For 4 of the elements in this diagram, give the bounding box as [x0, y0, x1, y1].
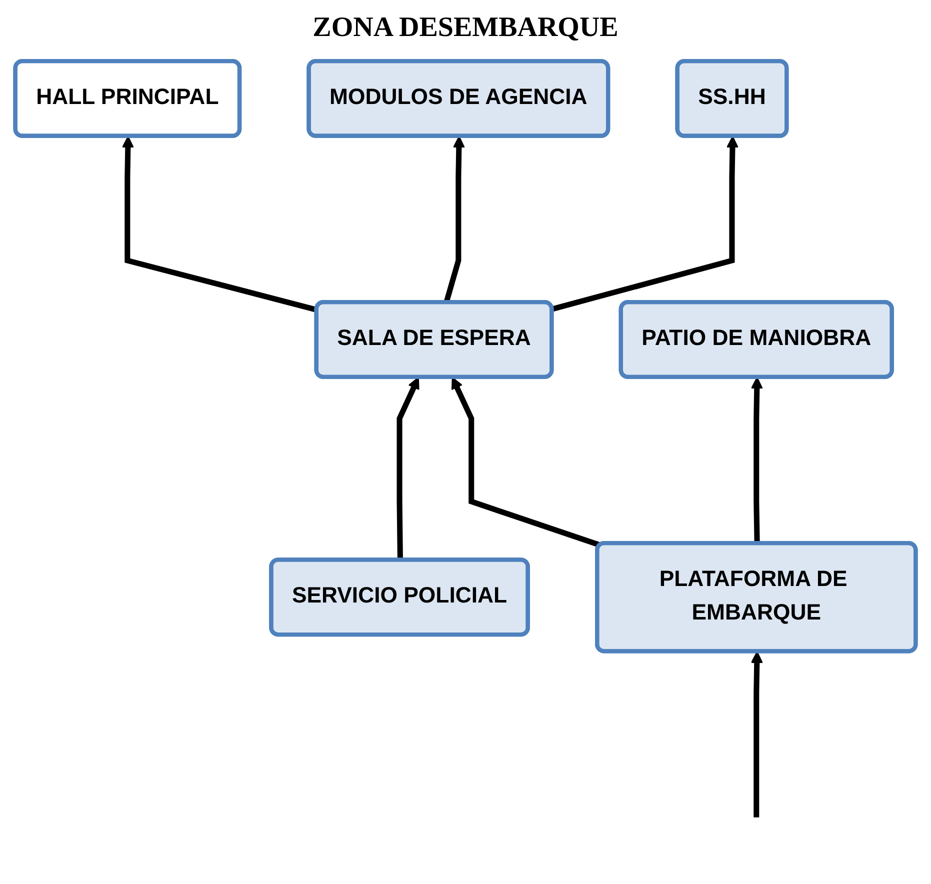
arrow — [750, 651, 763, 818]
arrow — [451, 377, 602, 548]
arrow — [552, 136, 739, 312]
diagram-title: ZONA DESEMBARQUE — [312, 12, 620, 44]
